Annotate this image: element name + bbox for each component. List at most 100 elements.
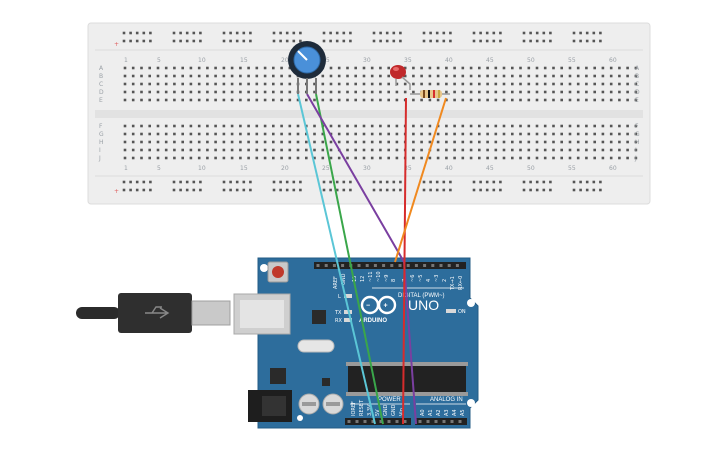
breadboard-hole[interactable] bbox=[123, 132, 127, 136]
breadboard-hole[interactable] bbox=[337, 82, 341, 86]
breadboard-hole[interactable] bbox=[222, 148, 226, 152]
breadboard-hole[interactable] bbox=[247, 66, 250, 70]
breadboard-hole[interactable] bbox=[420, 124, 423, 128]
breadboard-hole[interactable] bbox=[222, 98, 226, 102]
breadboard-hole[interactable] bbox=[242, 180, 246, 184]
breadboard-hole[interactable] bbox=[502, 66, 506, 70]
breadboard-hole[interactable] bbox=[522, 31, 526, 35]
led[interactable] bbox=[390, 65, 411, 90]
breadboard-hole[interactable] bbox=[542, 39, 546, 43]
breadboard-hole[interactable] bbox=[172, 180, 176, 184]
breadboard-hole[interactable] bbox=[585, 98, 588, 102]
breadboard-hole[interactable] bbox=[461, 132, 465, 136]
breadboard-hole[interactable] bbox=[609, 132, 613, 136]
breadboard-hole[interactable] bbox=[519, 98, 522, 102]
breadboard-hole[interactable] bbox=[395, 90, 399, 94]
breadboard-hole[interactable] bbox=[337, 66, 341, 70]
breadboard-hole[interactable] bbox=[179, 31, 182, 35]
breadboard-hole[interactable] bbox=[543, 82, 547, 86]
breadboard-hole[interactable] bbox=[135, 188, 139, 192]
breadboard-hole[interactable] bbox=[329, 180, 332, 184]
breadboard-hole[interactable] bbox=[129, 180, 132, 184]
breadboard-hole[interactable] bbox=[279, 188, 282, 192]
breadboard-hole[interactable] bbox=[494, 90, 498, 94]
breadboard-hole[interactable] bbox=[362, 140, 366, 144]
breadboard-hole[interactable] bbox=[535, 132, 539, 136]
breadboard-hole[interactable] bbox=[181, 82, 184, 86]
breadboard-hole[interactable] bbox=[626, 98, 629, 102]
breadboard-hole[interactable] bbox=[436, 148, 440, 152]
breadboard-hole[interactable] bbox=[519, 82, 522, 86]
breadboard-hole[interactable] bbox=[272, 39, 276, 43]
breadboard-hole[interactable] bbox=[337, 90, 341, 94]
breadboard-hole[interactable] bbox=[387, 148, 390, 152]
breadboard-hole[interactable] bbox=[329, 31, 332, 35]
breadboard-hole[interactable] bbox=[511, 82, 514, 86]
breadboard-hole[interactable] bbox=[511, 90, 514, 94]
breadboard-hole[interactable] bbox=[634, 124, 638, 128]
header-pin[interactable] bbox=[387, 420, 391, 423]
breadboard-hole[interactable] bbox=[560, 124, 563, 128]
breadboard-hole[interactable] bbox=[399, 39, 402, 43]
breadboard-hole[interactable] bbox=[288, 74, 292, 78]
breadboard-hole[interactable] bbox=[370, 66, 374, 70]
header-pin[interactable] bbox=[390, 264, 394, 267]
breadboard-hole[interactable] bbox=[249, 188, 252, 192]
breadboard-hole[interactable] bbox=[445, 148, 448, 152]
breadboard-hole[interactable] bbox=[593, 98, 596, 102]
breadboard-hole[interactable] bbox=[486, 98, 489, 102]
breadboard-hole[interactable] bbox=[122, 180, 126, 184]
breadboard-hole[interactable] bbox=[370, 140, 374, 144]
breadboard-hole[interactable] bbox=[618, 124, 621, 128]
breadboard-hole[interactable] bbox=[322, 39, 326, 43]
breadboard-hole[interactable] bbox=[634, 140, 638, 144]
breadboard-hole[interactable] bbox=[522, 188, 526, 192]
breadboard-hole[interactable] bbox=[123, 82, 127, 86]
breadboard-hole[interactable] bbox=[529, 39, 532, 43]
breadboard-hole[interactable] bbox=[173, 98, 176, 102]
breadboard-hole[interactable] bbox=[428, 132, 432, 136]
breadboard-hole[interactable] bbox=[535, 82, 539, 86]
breadboard-hole[interactable] bbox=[329, 66, 333, 70]
breadboard-hole[interactable] bbox=[199, 39, 202, 43]
breadboard-hole[interactable] bbox=[618, 66, 621, 70]
breadboard-hole[interactable] bbox=[280, 148, 283, 152]
breadboard-hole[interactable] bbox=[445, 82, 448, 86]
breadboard-hole[interactable] bbox=[362, 90, 366, 94]
breadboard-hole[interactable] bbox=[387, 140, 390, 144]
breadboard-hole[interactable] bbox=[263, 90, 267, 94]
breadboard-hole[interactable] bbox=[279, 39, 282, 43]
breadboard-hole[interactable] bbox=[123, 148, 127, 152]
breadboard-hole[interactable] bbox=[335, 31, 339, 35]
breadboard-hole[interactable] bbox=[148, 98, 151, 102]
breadboard-hole[interactable] bbox=[181, 156, 184, 160]
breadboard-hole[interactable] bbox=[164, 156, 168, 160]
breadboard-hole[interactable] bbox=[478, 82, 481, 86]
breadboard-hole[interactable] bbox=[420, 98, 423, 102]
breadboard-hole[interactable] bbox=[527, 140, 531, 144]
breadboard-hole[interactable] bbox=[395, 132, 399, 136]
breadboard-hole[interactable] bbox=[222, 90, 226, 94]
breadboard-hole[interactable] bbox=[292, 180, 296, 184]
breadboard-hole[interactable] bbox=[494, 124, 498, 128]
breadboard-hole[interactable] bbox=[349, 188, 352, 192]
breadboard-hole[interactable] bbox=[181, 66, 184, 70]
breadboard-hole[interactable] bbox=[403, 74, 407, 78]
breadboard-hole[interactable] bbox=[189, 156, 193, 160]
breadboard-hole[interactable] bbox=[342, 39, 346, 43]
breadboard-hole[interactable] bbox=[436, 98, 440, 102]
header-pin[interactable] bbox=[357, 264, 361, 267]
breadboard-hole[interactable] bbox=[543, 124, 547, 128]
breadboard-hole[interactable] bbox=[156, 132, 160, 136]
breadboard-hole[interactable] bbox=[445, 132, 448, 136]
breadboard-hole[interactable] bbox=[626, 74, 629, 78]
breadboard-hole[interactable] bbox=[164, 66, 168, 70]
breadboard-hole[interactable] bbox=[379, 90, 382, 94]
breadboard-hole[interactable] bbox=[272, 66, 275, 70]
breadboard-hole[interactable] bbox=[296, 156, 300, 160]
breadboard-hole[interactable] bbox=[362, 98, 366, 102]
breadboard-hole[interactable] bbox=[280, 74, 283, 78]
breadboard-hole[interactable] bbox=[214, 74, 217, 78]
breadboard-hole[interactable] bbox=[601, 98, 605, 102]
